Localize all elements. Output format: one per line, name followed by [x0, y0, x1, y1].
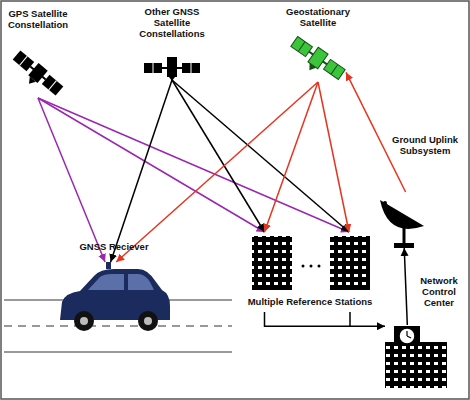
road-centerline [4, 325, 232, 327]
dish-pole [403, 228, 406, 244]
node-label: Multiple Reference Stations [233, 296, 387, 307]
signal-arrow [38, 98, 265, 232]
clock-hand [406, 331, 407, 336]
reference-stations-node: Multiple Reference Stations [245, 232, 375, 312]
signal-arrow [346, 72, 406, 192]
signal-arrow [265, 312, 386, 326]
dish-base [394, 243, 414, 248]
panel-seam [191, 63, 192, 73]
ground-uplink-node: Ground Uplink Subsystem [378, 192, 424, 248]
signal-arrow [38, 98, 349, 232]
wheel-hub [144, 317, 152, 325]
panel-seam [331, 65, 338, 75]
clock-face [399, 328, 415, 344]
node-label: GPS Satellite Constellation [0, 8, 78, 30]
clock-hand [407, 336, 411, 338]
gnss-satellite-node: Other GNSS Satellite Constellations [144, 56, 200, 80]
satellite-icon [144, 57, 200, 81]
feed-arm [386, 204, 396, 218]
panel-seam [20, 56, 28, 65]
car-window [128, 274, 154, 290]
solar-panel [144, 63, 162, 73]
solar-panel [291, 36, 313, 56]
satellite-icon [8, 49, 65, 102]
gnss-receiver-node: GNSS Reciever [58, 262, 170, 334]
antenna [306, 63, 316, 73]
node-label: Ground Uplink Subsystem [385, 134, 465, 156]
geostationary-satellite-icon [286, 34, 347, 87]
antenna [26, 77, 36, 87]
node-label: Other GNSS Satellite Constellations [131, 6, 213, 39]
wheel-hub [80, 317, 88, 325]
merge-tick [349, 312, 351, 326]
building [330, 236, 370, 290]
reference-station-buildings [252, 236, 370, 326]
wheel [138, 311, 158, 331]
gps-satellite-node: GPS Satellite Constellation [12, 48, 64, 98]
car-body [60, 269, 170, 320]
solar-panel [324, 59, 346, 79]
building [385, 342, 447, 388]
road-edge [4, 351, 232, 353]
ellipsis-dot [310, 265, 313, 268]
building [252, 236, 292, 290]
building-windows [385, 342, 447, 388]
ellipsis-dot [318, 265, 321, 268]
solar-panel [182, 63, 200, 73]
feed-horn [383, 201, 387, 205]
dish-bowl [380, 200, 424, 229]
node-label: Network Control Center [413, 275, 465, 308]
satellite-body [167, 57, 177, 77]
ellipsis-dot [302, 265, 305, 268]
control-center-building [385, 326, 447, 388]
car-window [88, 274, 124, 290]
signal-arrow [111, 80, 172, 262]
panel-seam [298, 42, 305, 52]
geostationary-satellite-node: Geostationary Satellite [290, 34, 346, 82]
car-icon [60, 262, 170, 331]
network-control-center-node: Network Control Center [385, 325, 447, 388]
panel-seam [153, 63, 154, 73]
dish-antenna-icon [380, 200, 424, 248]
clock-tower [394, 326, 420, 343]
signal-arrow [265, 82, 319, 232]
gnss-antenna [106, 262, 111, 269]
signal-arrow [318, 82, 349, 232]
node-label: GNSS Reciever [58, 241, 170, 252]
node-label: Geostationary Satellite [278, 6, 358, 28]
signal-arrow [404, 248, 407, 325]
wheel [74, 311, 94, 331]
signal-arrow [172, 80, 265, 232]
panel-seam [49, 81, 57, 90]
signal-arrow [172, 80, 349, 232]
building-windows [330, 236, 370, 290]
signal-arrow [116, 82, 318, 262]
building-windows [252, 236, 292, 290]
